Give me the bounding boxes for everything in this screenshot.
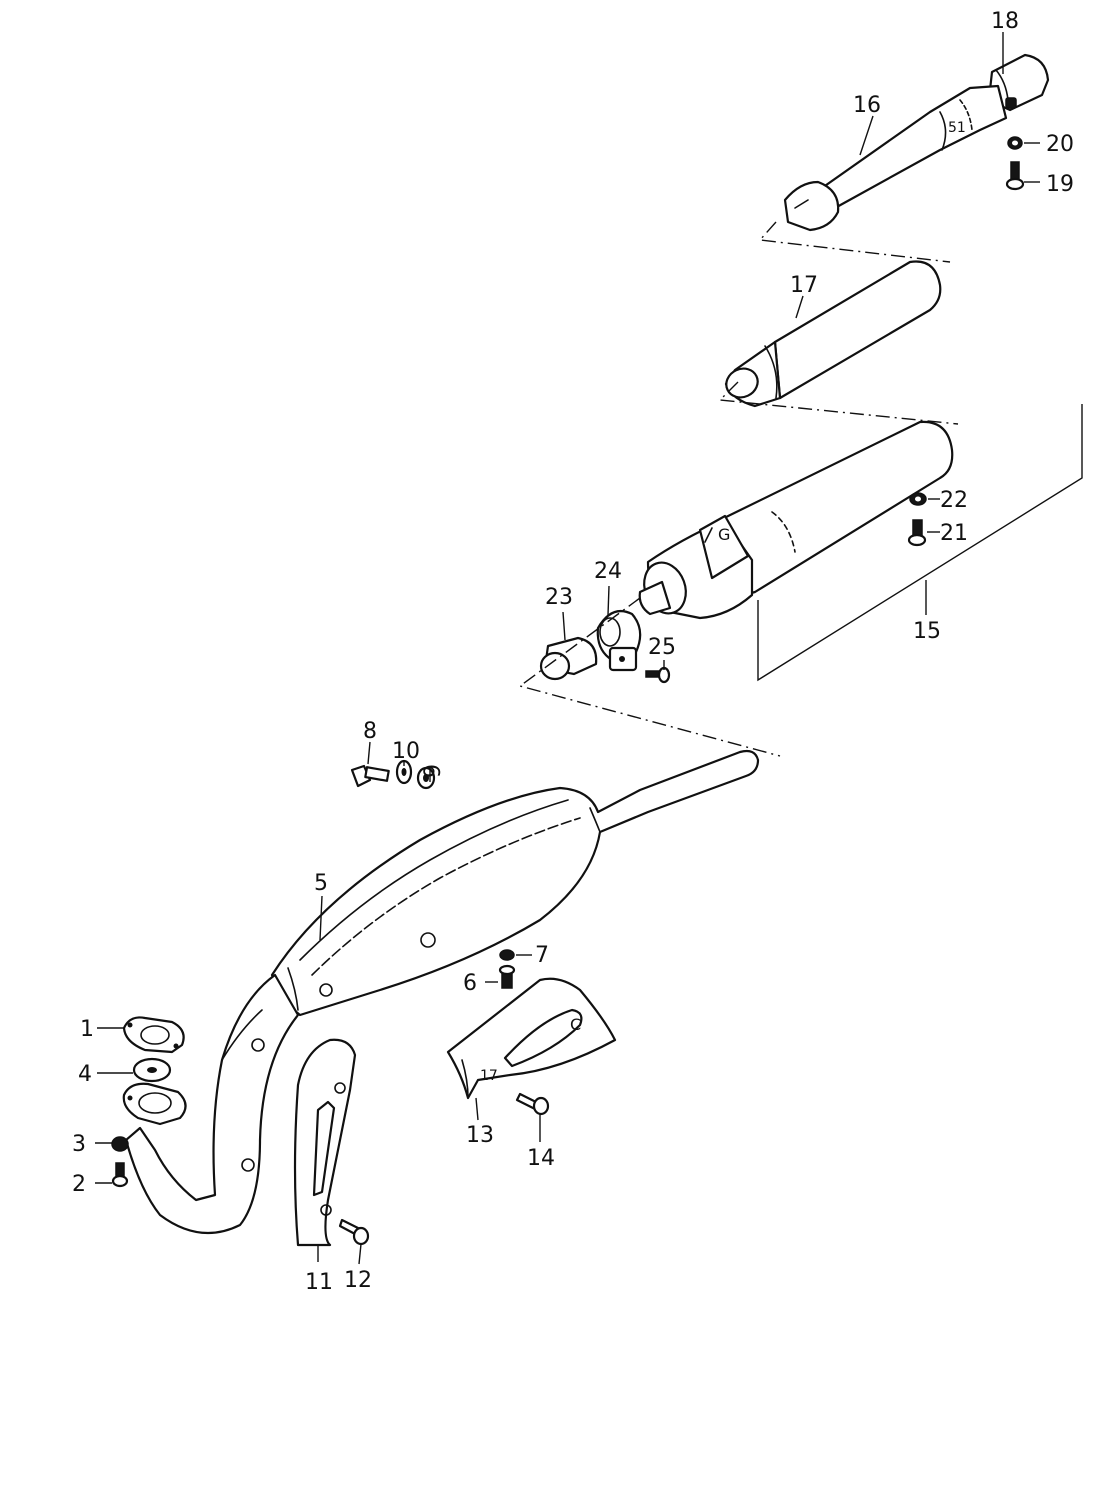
callout-25: 25 (648, 635, 676, 660)
svg-text:G: G (718, 525, 730, 544)
part-17-silencer-core (724, 260, 942, 408)
callout-4: 4 (78, 1062, 92, 1087)
part-24-clamp (596, 610, 642, 672)
callout-13: 13 (466, 1123, 494, 1148)
part-1-gasket (122, 1016, 185, 1054)
part-14-screw (515, 1092, 550, 1116)
part-25-screw (645, 666, 671, 684)
svg-text:51: 51 (948, 120, 966, 136)
callout-17: 17 (790, 273, 818, 298)
callout-18: 18 (991, 9, 1019, 34)
callout-24: 24 (594, 559, 622, 584)
part-19-bolt (1005, 161, 1025, 191)
callout-2: 2 (72, 1172, 86, 1197)
part-7-washer (499, 949, 515, 961)
part-3-nut (111, 1136, 129, 1152)
callout-14: 14 (527, 1146, 555, 1171)
callout-22: 22 (940, 488, 968, 513)
callout-7: 7 (535, 943, 549, 968)
callout-20: 20 (1046, 132, 1074, 157)
callout-23: 23 (545, 585, 573, 610)
exhaust-flange (122, 1082, 187, 1126)
callout-9: 9 (421, 764, 446, 778)
leader-lines (95, 32, 1040, 1265)
svg-text:17: 17 (480, 1068, 498, 1084)
callout-6: 6 (463, 971, 477, 996)
callout-15: 15 (913, 619, 941, 644)
part-2-bolt (111, 1162, 129, 1188)
callout-16: 16 (853, 93, 881, 118)
part-23-seal (539, 636, 598, 681)
callout-8: 8 (363, 719, 377, 744)
callout-10: 10 (392, 739, 420, 764)
part-5-expansion-chamber (124, 749, 760, 1235)
callout-21: 21 (940, 521, 968, 546)
part-15-muffler: G (638, 420, 954, 620)
part-20-nut (1007, 136, 1023, 150)
part-6-bolt (498, 964, 516, 989)
callout-3: 3 (72, 1132, 86, 1157)
callout-labels: 18 16 20 19 17 22 21 24 23 15 25 8 10 9 … (72, 9, 1074, 1295)
part-22-nut (909, 492, 927, 506)
callout-5: 5 (314, 871, 328, 896)
part-21-bolt (907, 519, 927, 547)
assembly-lines (518, 221, 1083, 757)
part-11-heat-shield (293, 1038, 357, 1247)
callout-1: 1 (80, 1017, 94, 1042)
callout-19: 19 (1046, 172, 1074, 197)
part-4-gasket-ring (132, 1057, 172, 1083)
callout-12: 12 (344, 1268, 372, 1293)
callout-11: 11 (305, 1270, 333, 1295)
part-16-tail-pipe: 51 (783, 84, 1008, 232)
part-13-heat-shield: 17 C (446, 977, 617, 1100)
part-8-bolt (350, 764, 390, 788)
svg-text:C: C (570, 1015, 581, 1034)
part-12-screw (338, 1218, 370, 1246)
